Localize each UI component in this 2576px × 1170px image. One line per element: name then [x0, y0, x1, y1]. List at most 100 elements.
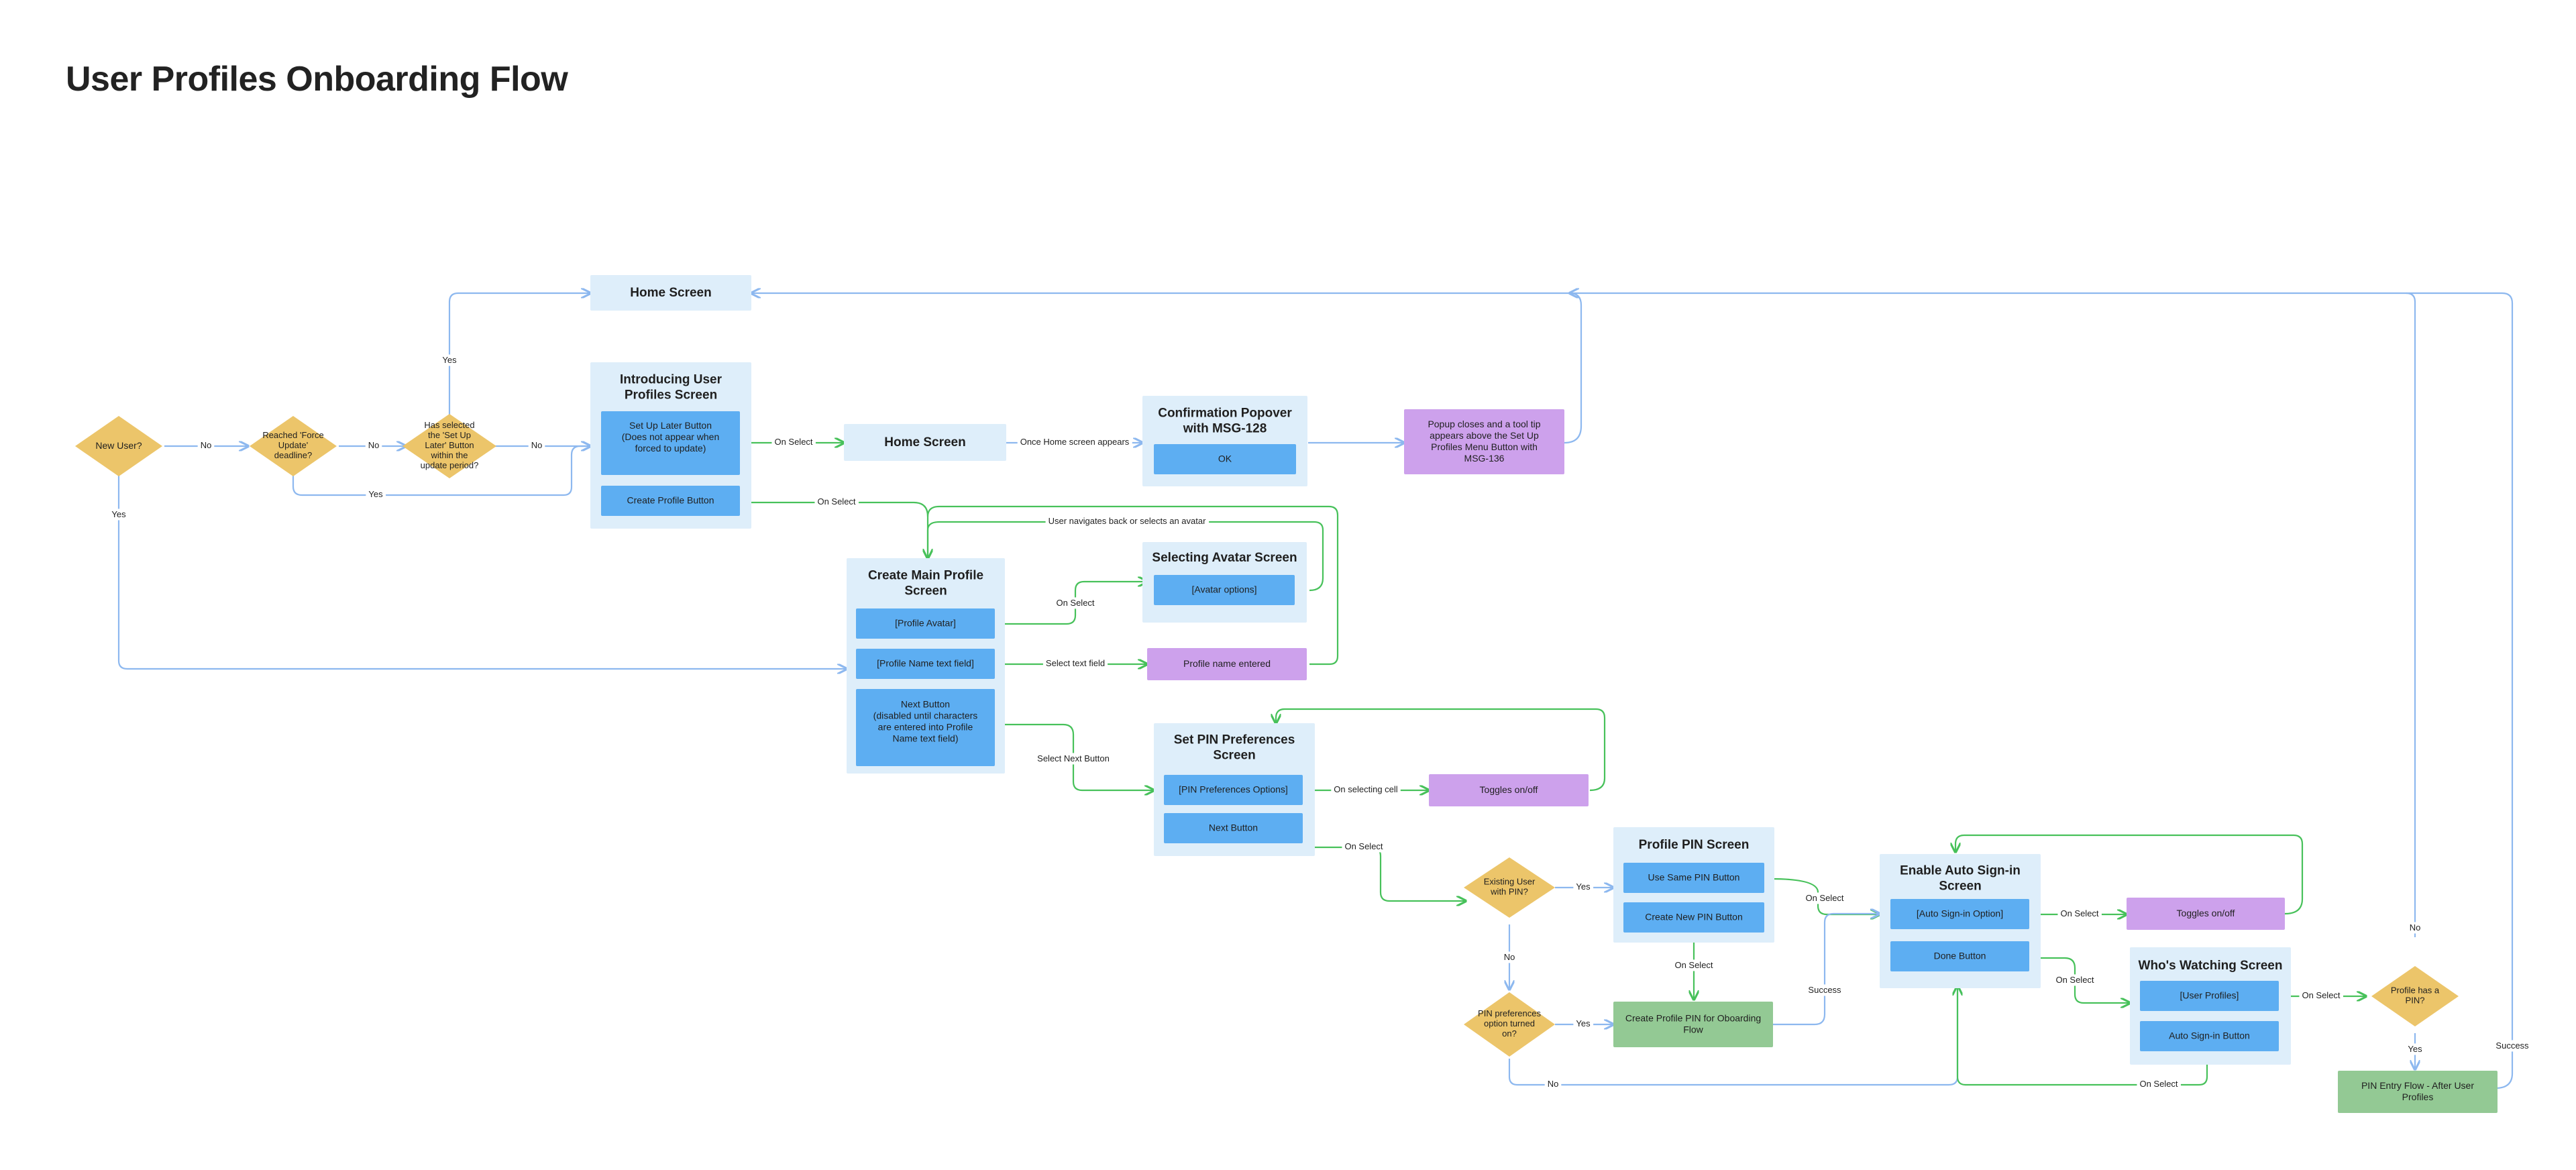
edge-label-select_next: Select Next Button [1037, 753, 1110, 763]
create-profile-pin-flow-note [1613, 1002, 1773, 1047]
set-up-later-button[interactable] [601, 411, 740, 475]
edge-label-on_select_pin_next: On Select [1344, 841, 1383, 851]
diamond-profile-has-pin [2371, 966, 2459, 1026]
ok-button[interactable] [1154, 444, 1296, 474]
edge-label-bg [1573, 881, 1594, 893]
edge-create-profile [743, 501, 928, 558]
edge-force-yes [292, 446, 590, 496]
profile-name-field-label: [Profile Name text field] [877, 657, 974, 668]
pin-next-button-label: Next Button [1209, 822, 1258, 833]
pin-entry-flow-note [2338, 1071, 2498, 1113]
pin-preferences-options-button[interactable] [1164, 775, 1303, 805]
edge-label-once_home: Once Home screen appears [1020, 437, 1130, 447]
use-same-pin-button[interactable] [1623, 863, 1764, 893]
edge-pinprefs-no [1508, 986, 1957, 1086]
edge-toggle1-back [1276, 708, 1606, 792]
edge-label-bg [2493, 1040, 2532, 1052]
user-profiles-button[interactable] [2140, 981, 2279, 1011]
edge-label-yes_existing: Yes [1576, 882, 1591, 892]
edge-label-success_2: Success [2496, 1041, 2529, 1051]
edge-label-bg [1805, 984, 1845, 996]
avatar-options-button[interactable] [1154, 575, 1295, 605]
edge-label-no_pin_prefs: No [1548, 1079, 1559, 1089]
edge-label-bg [1342, 841, 1386, 853]
edge-label-bg [1544, 1078, 1562, 1090]
edge-label-no_existing: No [1504, 952, 1515, 962]
auto-signin-button-label: Auto Sign-in Button [2169, 1030, 2250, 1041]
edge-pinnext-existing [1303, 846, 1466, 901]
edge-label-on_select_user_profiles: On Select [2302, 990, 2340, 1000]
done-button-label: Done Button [1934, 950, 1986, 961]
edge-label-bg [439, 354, 460, 366]
pin-next-button[interactable] [1164, 813, 1303, 843]
screen-whos-watching-title: Who's Watching Screen [2139, 959, 2283, 973]
done-button[interactable] [1890, 941, 2029, 971]
diamond-force-update [250, 416, 337, 476]
edge-label-bg [109, 509, 129, 521]
toggles-note-2 [2127, 898, 2285, 930]
edge-label-bg [366, 488, 386, 500]
edge-label-on_select_auto: On Select [2060, 908, 2098, 918]
auto-signin-button[interactable] [2140, 1021, 2279, 1051]
edge-pinentry-home [1570, 293, 2514, 1089]
diamond-new-user-label: New User? [95, 440, 142, 451]
edge-label-bg [1017, 436, 1132, 448]
edge-label-yes_pin_prefs: Yes [1576, 1018, 1591, 1028]
edge-label-bg [2053, 974, 2097, 986]
edge-success-1 [1771, 914, 1880, 1026]
next-button[interactable] [856, 689, 995, 766]
edge-label-bg [1501, 951, 1518, 963]
edge-newuser-yes [117, 473, 847, 669]
ok-button-label: OK [1218, 453, 1232, 464]
edge-label-bg [1573, 1018, 1594, 1030]
edge-label-bg [814, 496, 859, 508]
toggles-note-1 [1429, 774, 1589, 806]
edge-label-on_select_auto_btn: On Select [2139, 1079, 2178, 1089]
edge-label-bg [1045, 515, 1210, 527]
profile-name-field[interactable] [856, 649, 995, 679]
edge-label-bg [528, 439, 545, 451]
edge-label-bg [2137, 1078, 2181, 1090]
edge-label-bg [2406, 922, 2424, 934]
edge-label-bg [1672, 959, 1716, 971]
screen-profile-pin-title: Profile PIN Screen [1639, 838, 1750, 852]
diamond-pin-prefs [1464, 992, 1555, 1057]
edge-label-on_select_later: On Select [774, 437, 812, 447]
edge-label-on_selecting_cell: On selecting cell [1334, 784, 1397, 794]
edge-label-yes_new_user: Yes [111, 509, 126, 519]
edge-label-navigates_back: User navigates back or selects an avatar [1049, 516, 1207, 526]
use-same-pin-button-label: Use Same PIN Button [1648, 871, 1740, 882]
auto-signin-option-button[interactable] [1890, 899, 2029, 929]
screen-home-top [590, 275, 751, 311]
edge-label-bg [1034, 753, 1112, 765]
edge-toggle2-back [1955, 834, 2304, 915]
edge-autobtn-select [1957, 986, 2208, 1086]
edge-label-bg [197, 439, 215, 451]
toggles-note-1-label: Toggles on/off [1480, 784, 1538, 795]
edge-label-bg [2299, 990, 2343, 1002]
pin-preferences-options-button-label: [PIN Preferences Options] [1179, 784, 1288, 794]
edge-label-bg [1331, 784, 1401, 796]
edge-label-on_select_same_pin: On Select [1805, 893, 1843, 903]
edge-label-no_2: No [368, 440, 380, 450]
profile-avatar-button[interactable] [856, 608, 995, 639]
edge-label-on_select_create: On Select [817, 496, 855, 507]
screen-home-mid [844, 424, 1006, 461]
profile-name-entered-note-label: Profile name entered [1183, 658, 1271, 669]
screen-selecting-avatar-title: Selecting Avatar Screen [1152, 551, 1297, 565]
create-new-pin-button[interactable] [1623, 902, 1764, 933]
create-profile-button[interactable] [601, 486, 740, 516]
edge-label-bg [365, 439, 382, 451]
profile-avatar-button-label: [Profile Avatar] [895, 617, 956, 628]
auto-signin-option-button-label: [Auto Sign-in Option] [1917, 908, 2003, 918]
